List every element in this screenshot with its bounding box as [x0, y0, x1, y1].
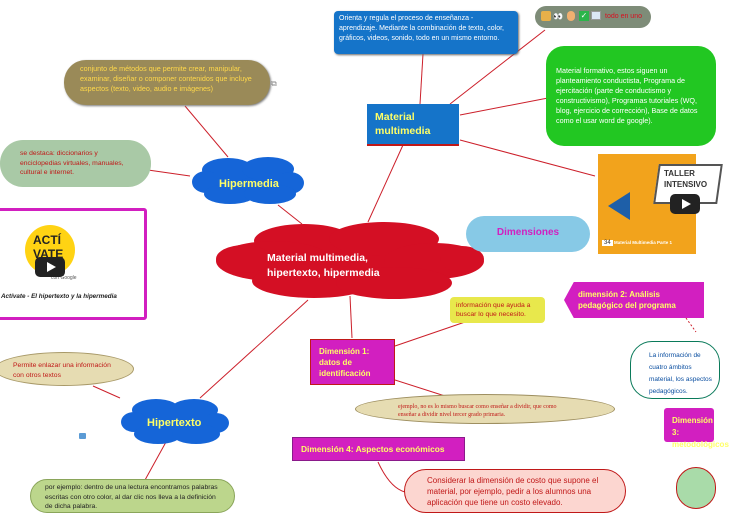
material-multimedia-node[interactable]: Material multimedia: [367, 104, 459, 146]
book-icon: [591, 11, 601, 20]
dim1-info-text: información que ayuda a buscar lo que ne…: [456, 302, 531, 318]
hipertexto-desc-node[interactable]: Permite enlazar una información con otro…: [0, 352, 134, 386]
dim1-title: Dimensión 1: datos de identificación: [319, 347, 371, 379]
material-desc-node[interactable]: Orienta y regula el proceso de enseñanza…: [334, 11, 518, 54]
link-dim1-example: [394, 379, 446, 397]
megaphone-icon: [608, 192, 630, 220]
activate-video-title: Actívate - El hipertexto y la hipermedia: [1, 293, 117, 300]
dim1-example-text: ejemplo, no es lo mismo buscar como ense…: [398, 404, 557, 418]
link-dim4-info: [377, 461, 406, 493]
dim3-title: Dimensión 3: metodológicos: [672, 416, 729, 449]
hipermedia-desc-node[interactable]: conjunto de métodos que permite crear, m…: [64, 60, 270, 105]
link-center-dim1: [349, 295, 353, 339]
dim2-title: dimensión 2: Análisis pedagógico del pro…: [578, 290, 676, 310]
dimensiones-node[interactable]: Dimensiones: [466, 216, 590, 252]
formative-node[interactable]: Material formativo, estos siguen un plan…: [546, 46, 716, 146]
link-material-icons: [449, 29, 546, 105]
link-material-desc: [419, 53, 424, 105]
taller-thumbnail[interactable]: 34 Material Multimedia Parte 1 TALLER IN…: [598, 154, 723, 254]
dim2-info-node[interactable]: La información de cuatro ámbitos materia…: [630, 341, 720, 399]
link-material-thumb: [459, 139, 596, 177]
activate-logo-sub: con Google: [51, 275, 77, 281]
hipermedia-title[interactable]: Hipermedia: [219, 178, 279, 190]
dim1-example-node[interactable]: ejemplo, no es lo mismo buscar como ense…: [355, 394, 615, 424]
thumbnail-number: 34: [602, 240, 613, 246]
link-dim1-info: [394, 321, 466, 347]
dim2-node[interactable]: dimensión 2: Análisis pedagógico del pro…: [564, 282, 704, 318]
activate-video-card[interactable]: ACTÍ VATE con Google Actívate - El hiper…: [0, 208, 147, 320]
video-play-icon[interactable]: [35, 257, 65, 277]
thumbnail-title: TALLER INTENSIVO: [664, 169, 708, 189]
dim3-child-node[interactable]: [676, 467, 716, 509]
material-desc-text: Orienta y regula el proceso de enseñanza…: [339, 15, 504, 42]
link-center-hipermedia: [277, 204, 303, 225]
center-title[interactable]: Material multimedia, hipertexto, hiperme…: [267, 252, 380, 279]
thumbnail-caption: Material Multimedia Parte 1: [614, 240, 673, 245]
link-material-formative: [459, 97, 549, 116]
dim4-title: Dimensión 4: Aspectos económicos: [301, 444, 445, 454]
activate-logo-line1: ACTÍ: [33, 233, 61, 247]
hipertexto-example-node[interactable]: por ejemplo: dentro de una lectura encon…: [30, 479, 235, 513]
attachment-icon[interactable]: [79, 433, 86, 439]
dimensiones-title: Dimensiones: [496, 227, 560, 238]
connector-lines: [92, 29, 697, 493]
ear-icon: [567, 11, 575, 21]
link-hipertexto-example: [144, 441, 167, 481]
link-hipertexto-desc: [92, 385, 121, 399]
hipertexto-cloud: [121, 399, 229, 444]
dim4-info-node[interactable]: Considerar la dimensión de costo que sup…: [404, 469, 626, 513]
dim2-info-text: La información de cuatro ámbitos materia…: [649, 352, 712, 395]
dim3-node[interactable]: Dimensión 3: metodológicos: [664, 408, 729, 449]
dim1-node[interactable]: Dimensión 1: datos de identificación: [310, 339, 395, 385]
icons-label: todo en uno: [605, 13, 642, 20]
link-center-material: [367, 144, 404, 223]
dim1-info-node[interactable]: información que ayuda a buscar lo que ne…: [450, 297, 545, 323]
pencil-icon: [541, 11, 551, 21]
hipertexto-title[interactable]: Hipertexto: [147, 417, 202, 429]
link-center-hipertexto: [199, 299, 309, 399]
play-button-icon[interactable]: [670, 194, 700, 214]
hipermedia-desc-text: conjunto de métodos que permite crear, m…: [80, 64, 252, 93]
hipermedia-examples-node[interactable]: se destaca: diccionarios y enciclopedias…: [0, 140, 151, 187]
dim4-info-text: Considerar la dimensión de costo que sup…: [427, 476, 599, 507]
icons-node[interactable]: 👀 ✓ todo en uno: [535, 6, 651, 28]
check-icon: ✓: [579, 11, 589, 21]
link-hipermedia-desc: [184, 105, 229, 158]
hipermedia-cloud: [192, 157, 304, 204]
dim4-node[interactable]: Dimensión 4: Aspectos económicos: [292, 437, 465, 461]
formative-text: Material formativo, estos siguen un plan…: [556, 66, 698, 125]
link-dim2-info: [685, 317, 697, 333]
material-multimedia-title: Material multimedia: [375, 111, 431, 137]
link-hipermedia-examples: [147, 169, 191, 177]
hipermedia-examples-text: se destaca: diccionarios y enciclopedias…: [20, 150, 124, 176]
hipertexto-desc-text: Permite enlazar una información con otro…: [13, 362, 111, 379]
hipertexto-example-text: por ejemplo: dentro de una lectura encon…: [45, 484, 218, 510]
link-icon[interactable]: ⧉: [271, 79, 277, 88]
center-cloud: [216, 222, 484, 299]
eyes-icon: 👀: [553, 12, 563, 21]
